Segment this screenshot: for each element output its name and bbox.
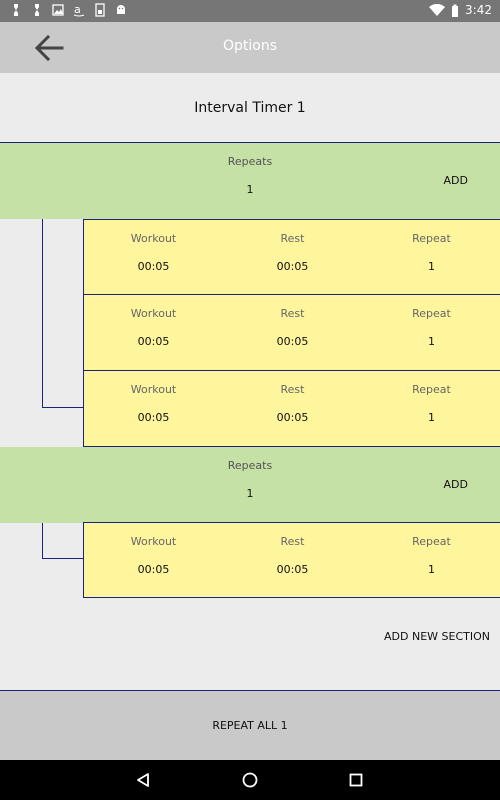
workout-value[interactable]: 00:05 xyxy=(137,260,170,273)
repeats-value[interactable]: 1 xyxy=(246,183,254,196)
rest-label: Rest xyxy=(280,383,305,396)
repeats-label: Repeats xyxy=(227,155,273,168)
workout-label: Workout xyxy=(130,232,177,245)
square-recents-icon xyxy=(349,773,363,787)
recents-nav-button[interactable] xyxy=(346,770,366,790)
repeat-all-bar[interactable]: REPEAT ALL 1 xyxy=(0,690,500,760)
wifi-icon xyxy=(429,3,446,16)
back-button[interactable] xyxy=(26,28,72,68)
tree-connector xyxy=(42,219,83,408)
arrow-left-icon xyxy=(34,35,64,61)
rest-label: Rest xyxy=(280,535,305,548)
page-title: Options xyxy=(222,38,278,54)
home-nav-button[interactable] xyxy=(240,770,260,790)
status-bar: a 3:42 xyxy=(0,0,500,22)
repeats-value[interactable]: 1 xyxy=(246,487,254,500)
status-icons-left: a xyxy=(10,3,127,17)
section-header[interactable]: Repeats 1 ADD xyxy=(0,143,500,219)
interval-row[interactable]: Workout 00:05 Rest 00:05 Repeat 1 xyxy=(83,219,500,295)
back-nav-button[interactable] xyxy=(133,770,153,790)
triangle-back-icon xyxy=(137,773,149,787)
interval-row[interactable]: Workout 00:05 Rest 00:05 Repeat 1 xyxy=(83,522,500,598)
repeat-label: Repeat xyxy=(412,232,451,245)
section-header[interactable]: Repeats 1 ADD xyxy=(0,447,500,523)
workout-value[interactable]: 00:05 xyxy=(137,563,170,576)
interval-row[interactable]: Workout 00:05 Rest 00:05 Repeat 1 xyxy=(83,371,500,447)
rest-value[interactable]: 00:05 xyxy=(276,335,309,348)
workout-value[interactable]: 00:05 xyxy=(137,335,170,348)
rest-value[interactable]: 00:05 xyxy=(276,260,309,273)
workout-label: Workout xyxy=(130,535,177,548)
navigation-bar xyxy=(0,760,500,800)
rest-value[interactable]: 00:05 xyxy=(276,563,309,576)
repeat-label: Repeat xyxy=(412,307,451,320)
workout-label: Workout xyxy=(130,383,177,396)
rest-label: Rest xyxy=(280,232,305,245)
timer-name-row[interactable]: Interval Timer 1 xyxy=(0,73,500,143)
status-icons-right: 3:42 xyxy=(429,3,492,17)
repeat-label: Repeat xyxy=(412,535,451,548)
add-new-section-button[interactable]: ADD NEW SECTION xyxy=(384,630,490,643)
repeat-value[interactable]: 1 xyxy=(428,260,435,273)
repeat-value[interactable]: 1 xyxy=(428,335,435,348)
workout-label: Workout xyxy=(130,307,177,320)
rest-label: Rest xyxy=(280,307,305,320)
sim-icon xyxy=(95,3,105,17)
repeat-value[interactable]: 1 xyxy=(428,563,435,576)
android-icon xyxy=(117,5,125,14)
repeats-label: Repeats xyxy=(227,459,273,472)
repeat-value[interactable]: 1 xyxy=(428,411,435,424)
add-interval-button[interactable]: ADD xyxy=(443,174,468,187)
repeat-all-label: REPEAT ALL 1 xyxy=(212,719,288,732)
battery-icon xyxy=(452,4,459,17)
svg-text:a: a xyxy=(74,3,81,16)
timer-name: Interval Timer 1 xyxy=(194,99,306,116)
amazon-icon: a xyxy=(73,3,85,17)
notification-icon xyxy=(35,4,39,16)
app-bar: Options xyxy=(0,22,500,73)
circle-home-icon xyxy=(242,772,258,788)
workout-value[interactable]: 00:05 xyxy=(137,411,170,424)
tree-connector xyxy=(42,523,83,559)
interval-row[interactable]: Workout 00:05 Rest 00:05 Repeat 1 xyxy=(83,295,500,371)
repeat-label: Repeat xyxy=(412,383,451,396)
add-interval-button[interactable]: ADD xyxy=(443,478,468,491)
rest-value[interactable]: 00:05 xyxy=(276,411,309,424)
image-icon xyxy=(52,4,64,16)
notification-icon xyxy=(14,4,18,16)
status-time: 3:42 xyxy=(465,3,492,17)
